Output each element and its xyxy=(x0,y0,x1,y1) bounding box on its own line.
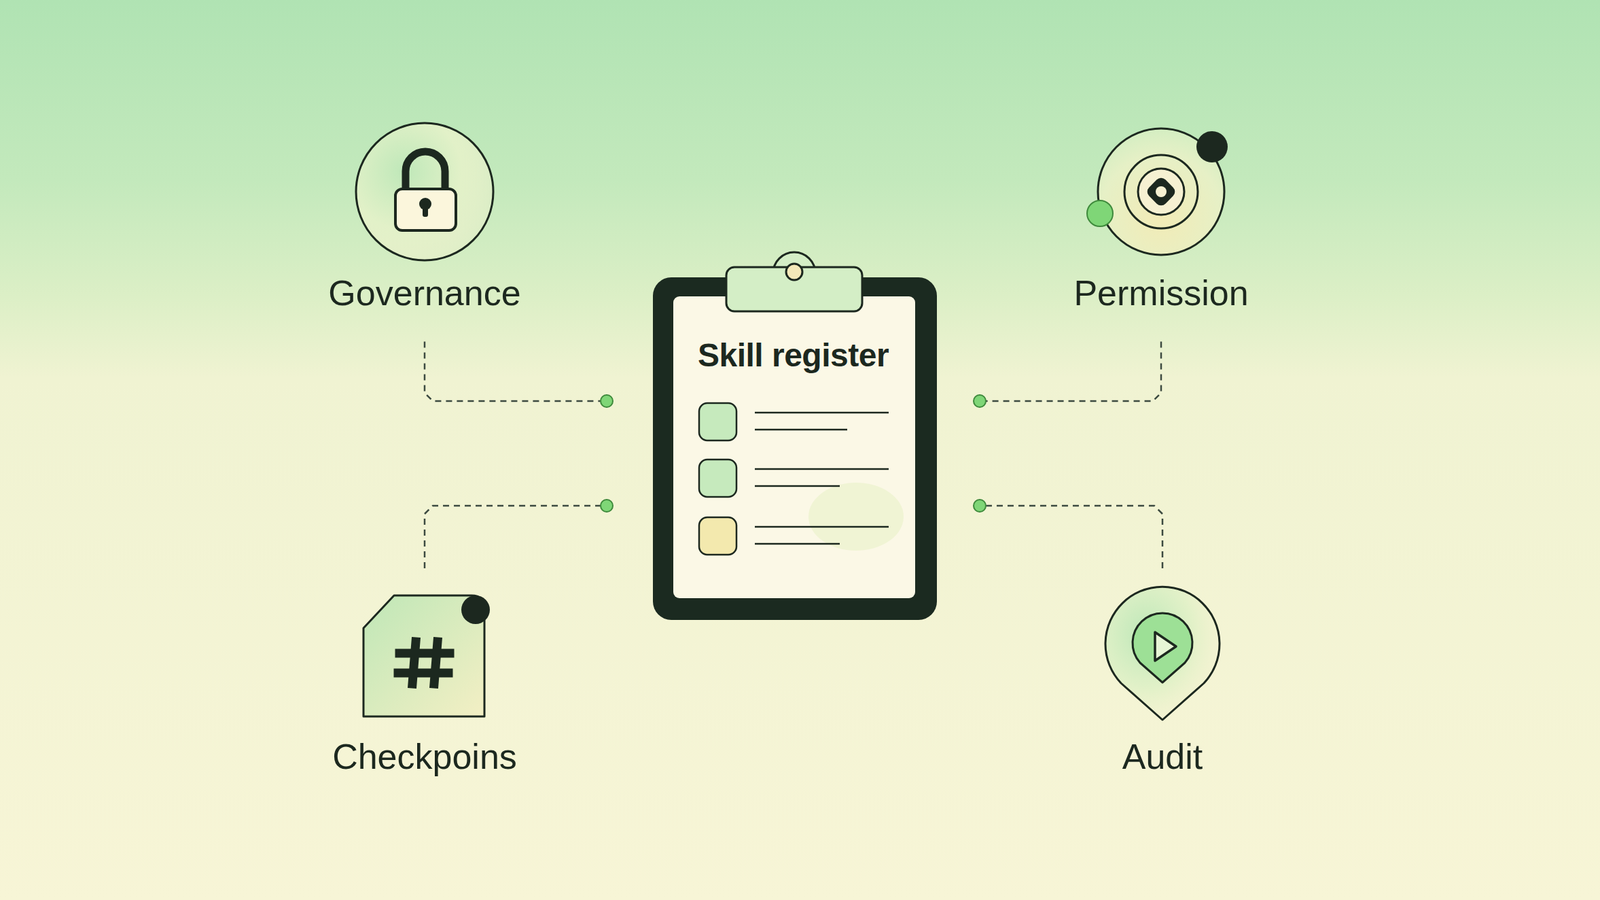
icon-node: Governance xyxy=(321,120,528,342)
target-center xyxy=(1144,175,1178,208)
tag-dot xyxy=(461,595,490,624)
target-icon xyxy=(1087,128,1228,255)
icon-circle xyxy=(356,122,494,261)
drawing-part xyxy=(754,525,889,528)
clipboard xyxy=(652,252,937,620)
orbit-dot xyxy=(1196,131,1228,163)
icon-node: Checkpoins xyxy=(325,567,524,785)
clip-hole xyxy=(786,263,803,280)
connector-dot xyxy=(973,394,986,407)
dashed-connector xyxy=(979,341,1162,401)
node-label: Governance xyxy=(328,271,521,314)
lock-shackle xyxy=(405,151,446,192)
drawing-part xyxy=(699,459,737,497)
dashed-connector xyxy=(424,505,607,568)
node-label: Permission xyxy=(1073,271,1249,314)
drawing-part xyxy=(699,402,737,441)
checkbox-list xyxy=(699,402,889,555)
drawing-part xyxy=(434,641,438,684)
connector-dot xyxy=(600,499,613,512)
icon-node: Permission xyxy=(1066,126,1255,342)
pin-icon xyxy=(1105,586,1220,720)
drawing-part xyxy=(412,641,416,684)
node-label: Audit xyxy=(1122,735,1204,778)
node-label: Checkpoins xyxy=(332,735,518,778)
tag-icon xyxy=(363,595,490,717)
hash-symbol xyxy=(398,641,450,684)
target-ring xyxy=(1124,154,1198,229)
pin-inner xyxy=(1132,612,1193,683)
play-symbol xyxy=(1154,631,1177,661)
icon-node: Audit xyxy=(1115,567,1211,785)
target-ring xyxy=(1138,168,1185,215)
dashed-connector xyxy=(979,505,1163,568)
drawing-part xyxy=(399,648,450,658)
orbit-dot xyxy=(1087,200,1113,227)
drawing-part xyxy=(398,668,449,678)
target-center xyxy=(1155,186,1167,198)
drawing-part xyxy=(754,411,889,414)
drawing-part xyxy=(754,485,840,488)
pin-shape xyxy=(1105,586,1220,720)
drawing-part xyxy=(754,428,848,431)
clipboard-node: Skill register xyxy=(606,244,980,620)
lock-icon xyxy=(356,122,494,261)
drawing-part xyxy=(699,517,737,555)
keyhole xyxy=(422,203,429,217)
dashed-connector xyxy=(424,341,607,401)
connector-dot xyxy=(600,394,613,407)
lock-body xyxy=(395,188,456,231)
drawing-part xyxy=(754,468,889,471)
paper-wash xyxy=(808,482,904,551)
connector-dot xyxy=(973,499,986,512)
clipboard-board xyxy=(652,277,937,620)
register-title: Skill register xyxy=(613,335,973,376)
drawing-part xyxy=(754,542,840,545)
